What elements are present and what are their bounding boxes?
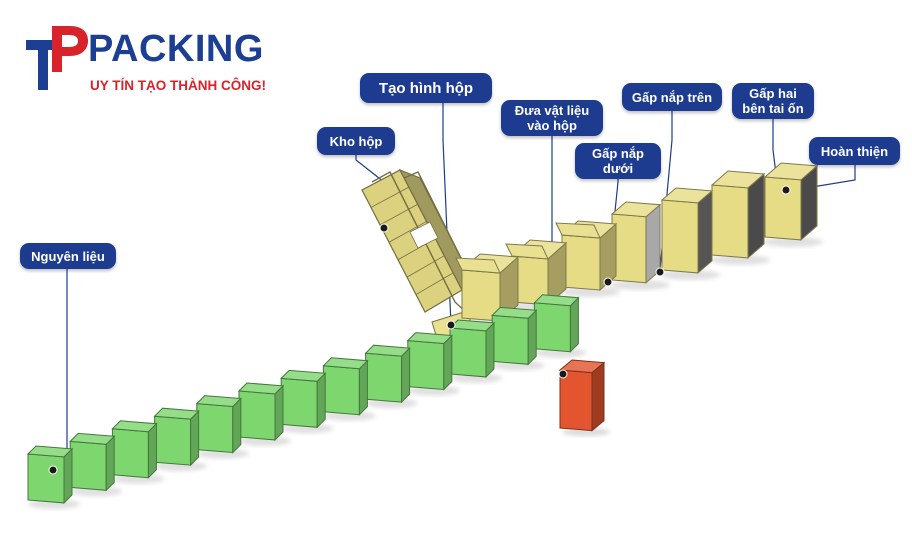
product-cube [322,357,369,416]
reject-cube [558,359,606,432]
stage-label-hoan-thien: Hoàn thiện [809,137,900,165]
brand-wordmark: PACKING [88,28,264,70]
brand-logo: PACKING UY TÍN TẠO THÀNH CÔNG! [22,22,272,102]
packed-box [455,253,520,323]
stage-label-dua-vat-lieu: Đưa vật liệu vào hộp [501,100,603,136]
packed-box [763,162,819,242]
product-cube [491,306,538,366]
product-cube [111,420,158,479]
box-line [455,162,819,323]
stage-label-gap-nap-duoi: Gấp nắp dưới [575,143,661,179]
stage-label-nguyen-lieu: Nguyên liệu [20,243,116,269]
tp-logo-icon [26,26,88,90]
product-cube [237,382,285,442]
stage-label-gap-hai-ben: Gấp hai bên tai ốn [732,83,814,119]
product-cube [69,432,116,492]
packed-box [710,170,766,260]
packed-box [660,187,714,274]
stage-label-kho-hop: Kho hộp [317,127,395,155]
packed-box [610,201,662,284]
stage-label-tao-hinh-hop: Tạo hình hộp [360,73,492,103]
product-line [26,294,580,505]
packed-box [505,239,568,307]
product-cube [195,395,242,454]
product-cube [280,369,327,429]
product-cube [153,407,200,467]
brand-tagline: UY TÍN TẠO THÀNH CÔNG! [90,78,266,93]
reject-box [558,359,606,432]
stage-label-gap-nap-tren: Gấp nắp trên [622,83,722,111]
packed-box [555,220,618,292]
product-cube [406,332,453,391]
product-cube [364,344,411,404]
product-cube [448,319,496,379]
product-cube [533,294,580,353]
product-cube [26,445,74,505]
